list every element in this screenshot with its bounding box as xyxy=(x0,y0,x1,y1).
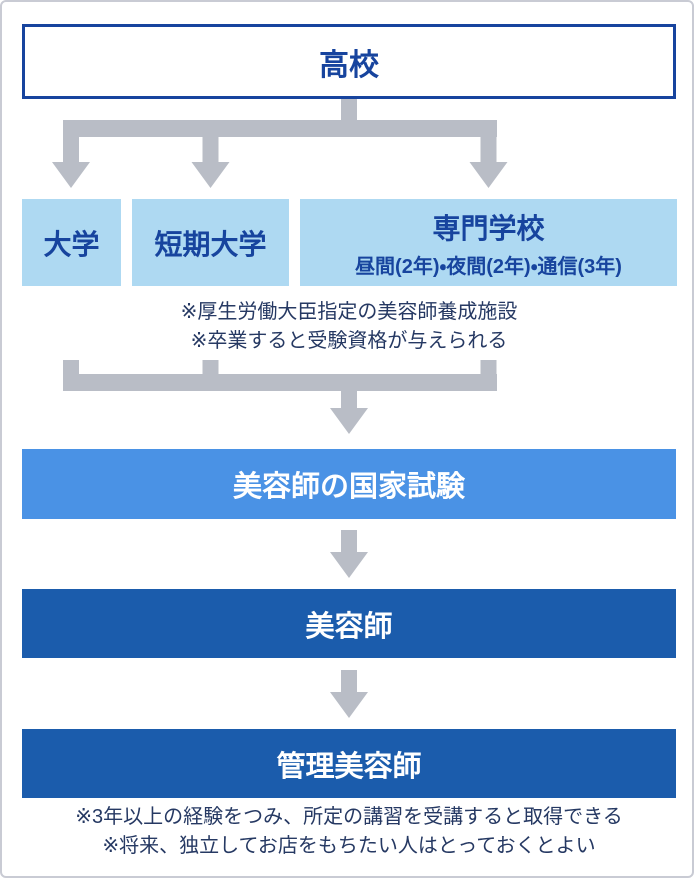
arrow-down-icon xyxy=(330,670,368,718)
node-label: 専門学校 xyxy=(432,212,545,244)
note-line: ※卒業すると受験資格が与えられる xyxy=(190,330,508,352)
merge-connector xyxy=(63,360,497,434)
note-line: ※厚生労働大臣指定の美容師養成施設 xyxy=(180,301,518,323)
branch-connector xyxy=(52,99,508,188)
arrow-down-icon xyxy=(52,132,90,188)
node-label: 美容師の国家試験 xyxy=(232,471,465,503)
arrow-down-icon xyxy=(191,132,230,188)
arrow-down-icon xyxy=(330,389,368,434)
node-label: 管理美容師 xyxy=(276,750,422,783)
path-notes: ※厚生労働大臣指定の美容師養成施設 ※卒業すると受験資格が与えられる xyxy=(2,298,692,356)
connector-bar xyxy=(63,120,497,137)
node-vocational-school: 専門学校 昼間(2年)・夜間(2年)・通信(3年) xyxy=(300,199,677,286)
node-high-school: 高校 xyxy=(22,24,676,99)
node-label: 大学 xyxy=(43,228,100,260)
manager-notes: ※3年以上の経験をつみ、所定の講習を受講すると取得できる ※将来、独立してお店を… xyxy=(2,803,692,861)
note-line: ※将来、独立してお店をもちたい人はとっておくとよい xyxy=(102,835,596,857)
node-beautician: 美容師 xyxy=(22,589,676,658)
connector-stem xyxy=(63,360,79,376)
node-label: 短期大学 xyxy=(154,228,267,260)
node-junior-college: 短期大学 xyxy=(132,199,289,286)
connector-stem xyxy=(202,360,219,376)
node-sublabel: 昼間(2年)・夜間(2年)・通信(3年) xyxy=(355,255,622,278)
note-line: ※3年以上の経験をつみ、所定の講習を受講すると取得できる xyxy=(75,806,623,828)
node-label: 美容師 xyxy=(305,610,393,643)
connector-stem xyxy=(341,99,357,122)
arrow-down-icon xyxy=(330,530,368,578)
connector-stem xyxy=(480,360,497,376)
node-managing-beautician: 管理美容師 xyxy=(22,729,676,798)
node-university: 大学 xyxy=(22,199,121,286)
arrow-down-icon xyxy=(469,132,508,188)
node-national-exam: 美容師の国家試験 xyxy=(22,449,676,519)
connector-bar xyxy=(63,374,497,391)
node-label: 高校 xyxy=(319,48,379,82)
